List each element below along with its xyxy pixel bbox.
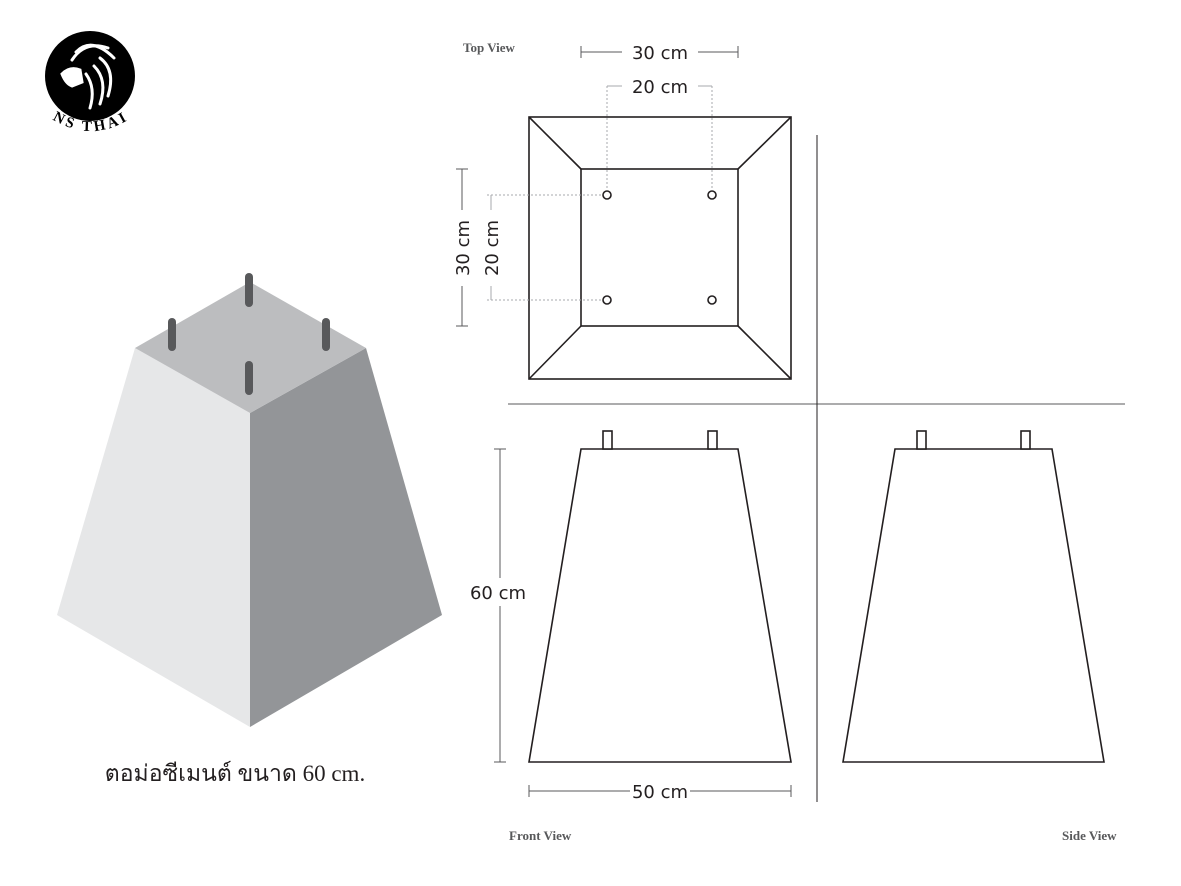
top-view [528,116,792,380]
dim-label: 30 cm [632,43,688,64]
rebar-pin [1020,430,1031,450]
dim-label: 60 cm [470,583,526,604]
lion-icon [60,43,116,110]
front-view-label: Front View [509,828,572,843]
dim-height [494,448,506,763]
rebar-pin [916,430,927,450]
top-face [135,282,366,413]
ns-thai-logo: NS THAI [45,31,135,135]
rebar-pin [707,430,718,450]
side-view-label: Side View [1062,828,1117,843]
pin-hole [602,295,612,305]
dim-label: 20 cm [482,220,503,276]
left-face [57,348,250,727]
right-face [250,348,442,727]
dim-top-depth [456,168,468,327]
top-view-label: Top View [463,40,516,55]
dim-label: 50 cm [632,782,688,803]
concrete-footing-3d [57,273,442,727]
side-view [842,430,1105,763]
rebar-pin [602,430,613,450]
dim-top-width [580,46,739,58]
guide-lines [487,86,713,301]
dim-label: 30 cm [453,220,474,276]
pin-hole [602,190,612,200]
product-caption: ตอม่อซีเมนต์ ขนาด 60 cm. [105,760,365,786]
dim-base-width [528,785,792,797]
dim-label: 20 cm [632,77,688,98]
pin-hole [707,295,717,305]
logo-circle [45,31,135,121]
pin-hole [707,190,717,200]
front-view [528,430,792,763]
